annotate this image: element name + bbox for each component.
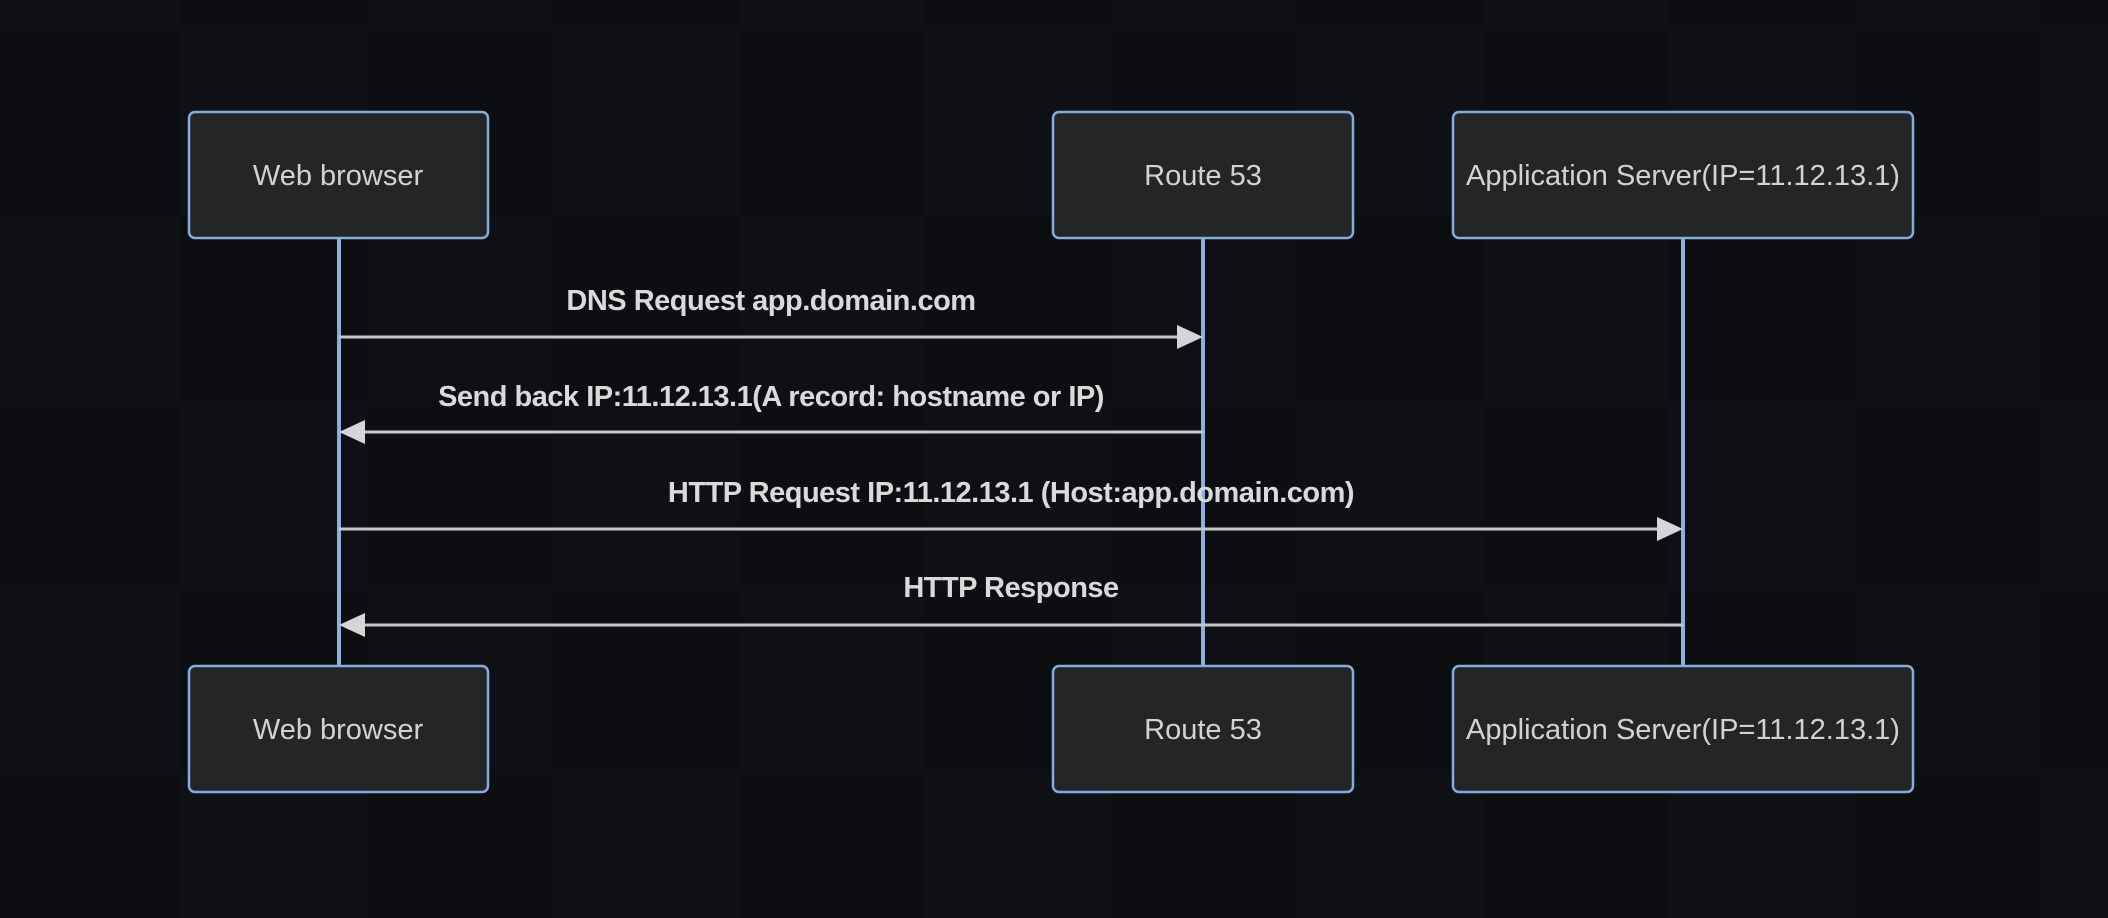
actor-label-route-53-bottom: Route 53: [1144, 714, 1262, 746]
actor-box-application-server-bottom: [1451, 664, 1915, 794]
actor-label-web-browser-top: Web browser: [253, 160, 424, 192]
message-label-dns-request: DNS Request app.domain.com: [566, 285, 975, 317]
actor-box-web-browser-bottom: [187, 664, 490, 794]
message-label-send-back-ip: Send back IP:11.12.13.1(A record: hostna…: [438, 381, 1104, 413]
actor-label-web-browser-bottom: Web browser: [253, 714, 424, 746]
message-label-http-request: HTTP Request IP:11.12.13.1 (Host:app.dom…: [668, 477, 1354, 509]
actor-label-application-server-bottom: Application Server(IP=11.12.13.1): [1466, 714, 1900, 746]
actor-label-application-server-top: Application Server(IP=11.12.13.1): [1466, 160, 1900, 192]
arrowhead-left-icon: [339, 613, 365, 637]
actor-label-route-53-top: Route 53: [1144, 160, 1262, 192]
message-label-http-response: HTTP Response: [903, 572, 1119, 604]
arrowhead-right-icon: [1657, 517, 1683, 541]
actor-box-route-53-top: [1051, 110, 1355, 240]
actor-box-web-browser-top: [187, 110, 490, 240]
actor-box-route-53-bottom: [1051, 664, 1355, 794]
arrowhead-left-icon: [339, 420, 365, 444]
actor-box-application-server-top: [1451, 110, 1915, 240]
arrowhead-right-icon: [1177, 325, 1203, 349]
